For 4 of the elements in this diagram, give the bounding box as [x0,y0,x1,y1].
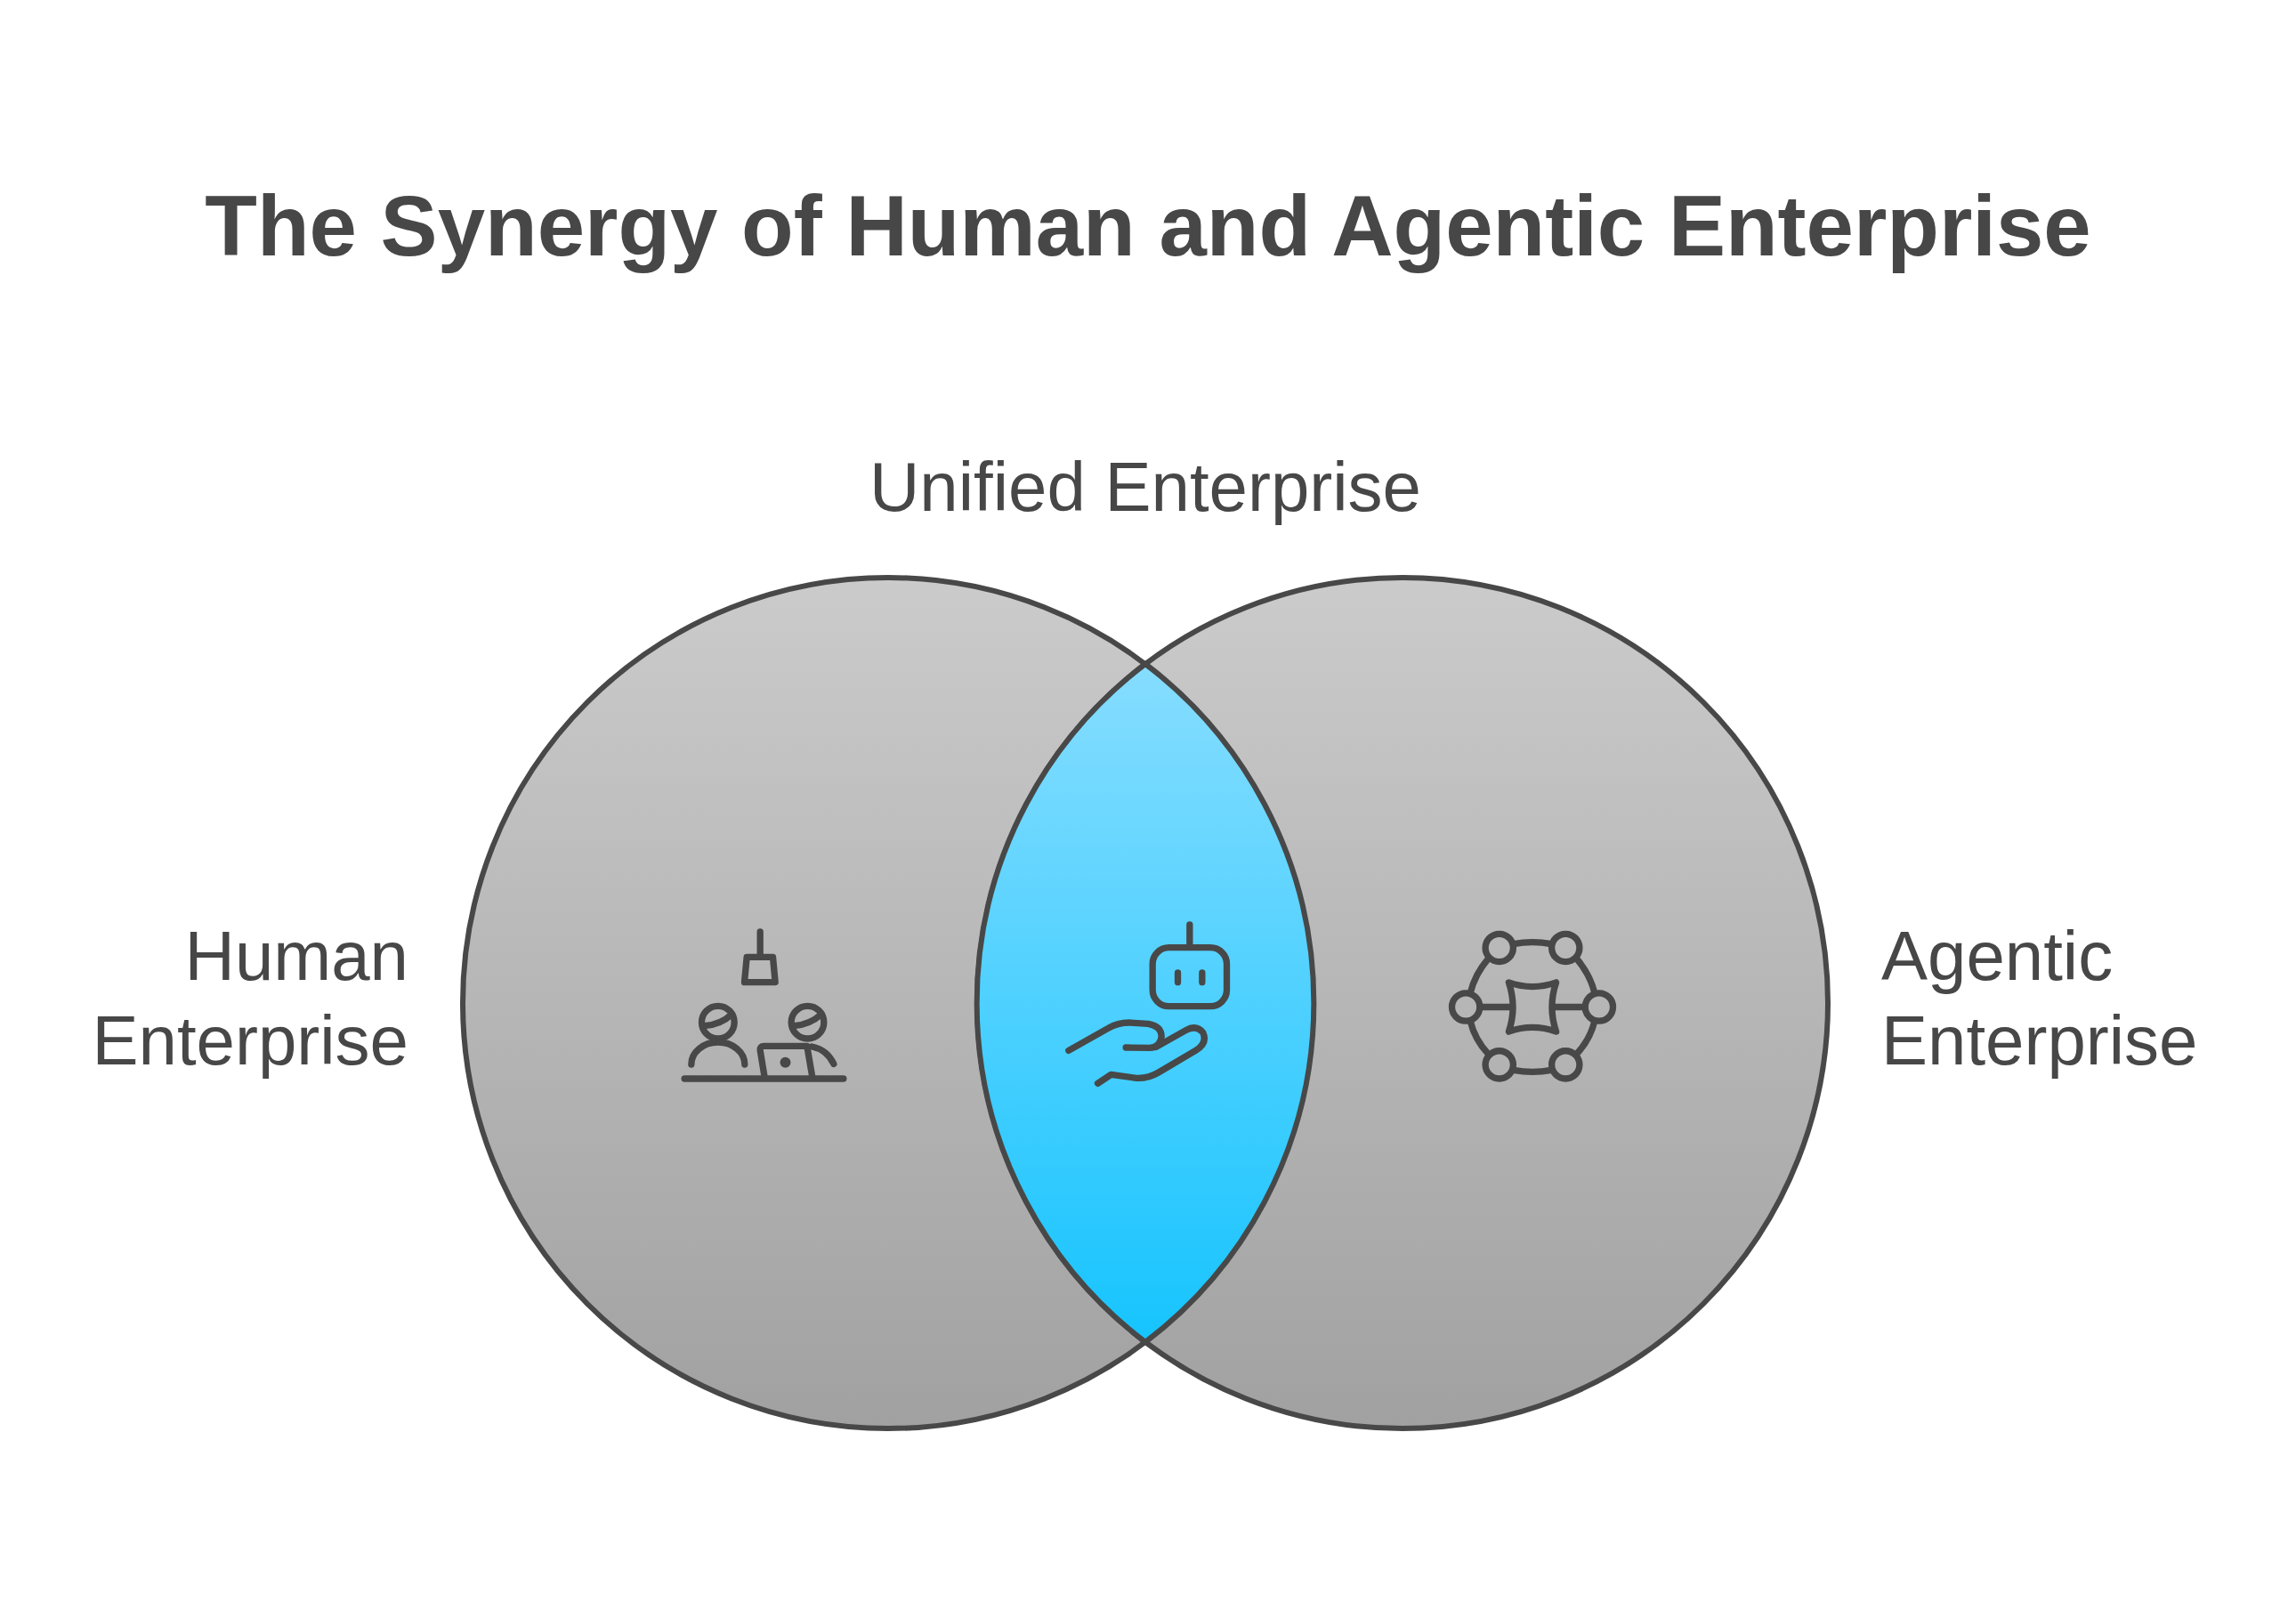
title: The Synergy of Human and Agentic Enterprise [204,177,2092,275]
circle-label: Human Enterprise [91,916,408,1081]
circle-label: Agentic Enterprise [1881,916,2199,1081]
circle-label: Unified Enterprise [869,447,1422,528]
